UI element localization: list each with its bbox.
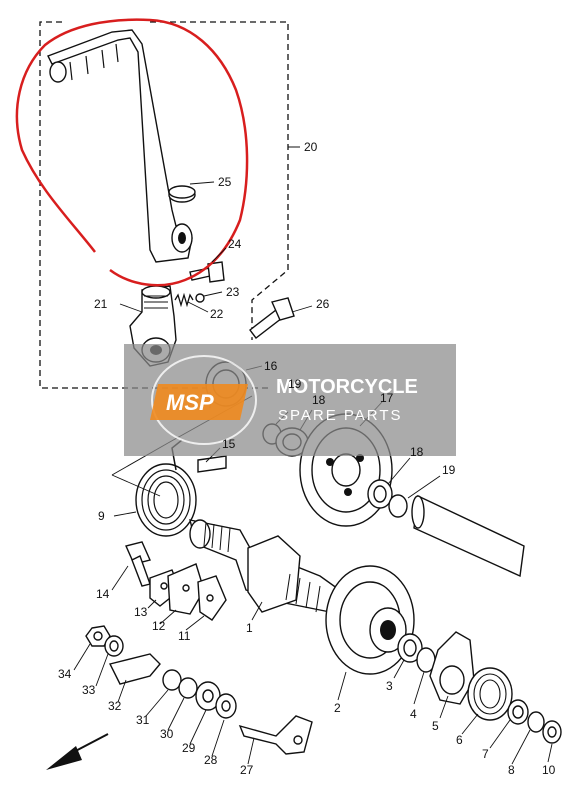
washer-30[interactable] <box>178 677 198 699</box>
washer-7[interactable] <box>507 699 529 725</box>
callout-31: 31 <box>136 713 150 727</box>
washer-3[interactable] <box>397 633 423 663</box>
direction-arrow-icon <box>46 733 109 770</box>
watermark-subtitle: SPARE PARTS <box>278 407 403 424</box>
callout-2: 2 <box>334 701 341 715</box>
callout-16: 16 <box>264 359 278 373</box>
callout-24: 24 <box>228 237 242 251</box>
callout-18-upper: 18 <box>312 393 326 407</box>
countershaft <box>411 494 525 578</box>
circlip-19-lower[interactable] <box>388 494 408 518</box>
watermark: MSP MOTORCYCLE SPARE PARTS <box>124 344 456 456</box>
callout-20: 20 <box>304 140 318 154</box>
plate-11[interactable] <box>197 575 227 621</box>
callout-29: 29 <box>182 741 196 755</box>
ratchet-5[interactable] <box>429 631 475 705</box>
bolt-24[interactable] <box>189 261 225 283</box>
callout-15: 15 <box>222 437 236 451</box>
callout-11: 11 <box>178 629 191 643</box>
callout-30: 30 <box>160 727 174 741</box>
callout-8: 8 <box>508 763 515 777</box>
callout-5: 5 <box>432 719 439 733</box>
callout-28: 28 <box>204 753 218 767</box>
callout-27: 27 <box>240 763 254 777</box>
washer-10[interactable] <box>542 720 562 744</box>
callout-18-lower: 18 <box>410 445 424 459</box>
callout-23: 23 <box>226 285 240 299</box>
callout-32: 32 <box>108 699 122 713</box>
plate-12[interactable] <box>167 563 205 615</box>
kick-axle-27[interactable] <box>238 715 313 755</box>
spring-31[interactable] <box>162 669 182 691</box>
callout-17: 17 <box>380 391 394 405</box>
callout-7: 7 <box>482 747 489 761</box>
callout-6: 6 <box>456 733 463 747</box>
ball-23[interactable] <box>195 293 205 303</box>
callout-19-lower: 19 <box>442 463 456 477</box>
bracket-32[interactable] <box>108 653 161 685</box>
kick-spring-9[interactable] <box>135 439 197 537</box>
kick-shaft-1[interactable] <box>189 519 349 615</box>
kick-lever[interactable] <box>47 29 193 263</box>
callout-21: 21 <box>94 297 108 311</box>
callout-25: 25 <box>218 175 232 189</box>
callout-12: 12 <box>152 619 166 633</box>
callout-19-upper: 19 <box>288 377 302 391</box>
callout-labels: 1 2 3 4 5 6 7 8 9 10 11 12 13 14 15 16 1… <box>58 140 556 777</box>
callout-3: 3 <box>386 679 393 693</box>
bolt-26[interactable] <box>249 297 295 339</box>
callout-10: 10 <box>542 763 556 777</box>
circlip-8[interactable] <box>527 711 545 733</box>
callout-34: 34 <box>58 667 72 681</box>
watermark-title: MOTORCYCLE <box>276 376 418 398</box>
callout-22: 22 <box>210 307 224 321</box>
callout-9: 9 <box>98 509 105 523</box>
callout-26: 26 <box>316 297 330 311</box>
callout-13: 13 <box>134 605 148 619</box>
washer-28[interactable] <box>215 693 237 719</box>
spring-6[interactable] <box>467 667 513 721</box>
watermark-logo: MSP <box>166 390 214 415</box>
callout-14: 14 <box>96 587 110 601</box>
washer-18-lower[interactable] <box>367 479 393 509</box>
spring-22[interactable] <box>174 292 194 308</box>
gear-2[interactable] <box>325 565 415 675</box>
pin-15[interactable] <box>197 455 227 473</box>
cap-25[interactable] <box>168 185 196 203</box>
callout-4: 4 <box>410 707 417 721</box>
callout-33: 33 <box>82 683 96 697</box>
bolt-14[interactable] <box>125 541 151 587</box>
callout-1: 1 <box>246 621 253 635</box>
nut-34[interactable] <box>85 625 111 647</box>
highlight-circle <box>15 18 249 287</box>
washer-33[interactable] <box>104 635 124 657</box>
